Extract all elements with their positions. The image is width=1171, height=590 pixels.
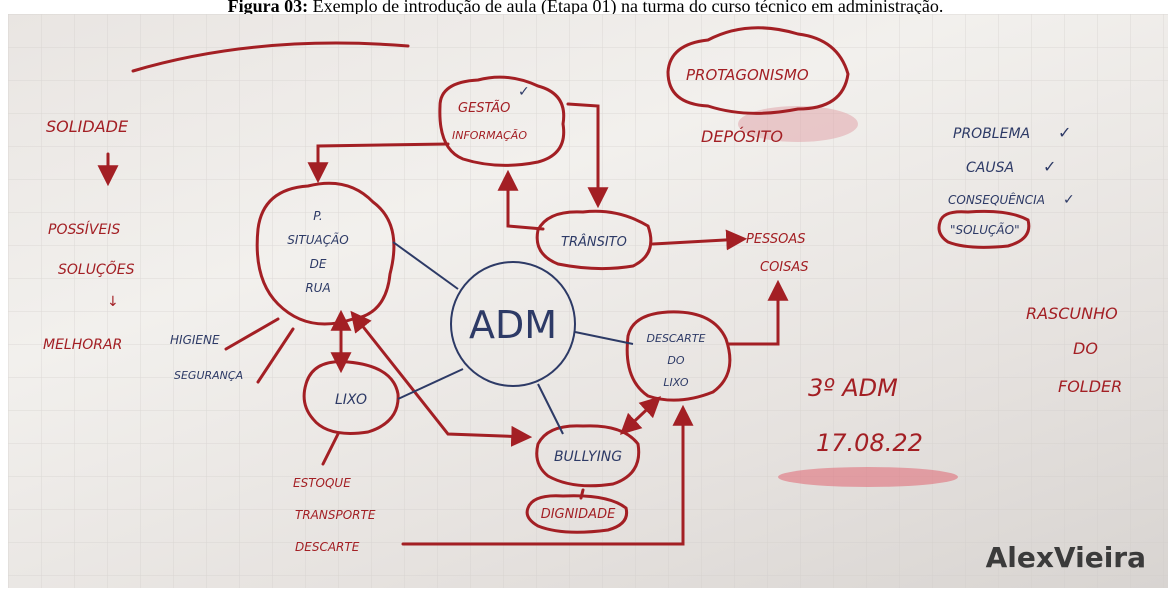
descarte-line-1: DESCARTE (647, 332, 706, 345)
situacao-line-2: SITUAÇÃO (287, 232, 349, 247)
whiteboard-drawing: ADM PROTAGONISMO DEPÓSITO GESTÃO INFORMA… (8, 14, 1168, 588)
pessoas-label: PESSOAS (746, 232, 805, 247)
arc-connector (131, 41, 410, 73)
solucao-label: "SOLUÇÃO" (950, 222, 1020, 237)
descarte-cloud (625, 310, 732, 402)
watermark: AlexVieira (985, 541, 1146, 574)
dignidade-label: DIGNIDADE (541, 507, 616, 522)
situacao-line-1: P. (313, 209, 322, 223)
figure-caption: Figura 03: Exemplo de introdução de aula… (0, 0, 1171, 18)
descarte-label: DESCARTE (295, 540, 360, 554)
estoque-label: ESTOQUE (293, 476, 351, 490)
gestao-cloud (438, 75, 566, 167)
check-icon: ✓ (1063, 192, 1075, 208)
checklist-3: CONSEQUÊNCIA (948, 192, 1045, 207)
left-list-4: MELHORAR (43, 337, 122, 353)
arrow-down: ↓ (107, 294, 119, 310)
transporte-label: TRANSPORTE (295, 508, 376, 522)
left-list-2: POSSÍVEIS (48, 221, 120, 238)
class-label: 3º ADM (808, 374, 898, 402)
rascunho-label: RASCUNHO (1026, 304, 1118, 323)
situacao-line-4: RUA (305, 281, 330, 295)
check-icon: ✓ (1058, 123, 1071, 142)
figure-label: Figura 03: (227, 0, 309, 16)
transito-cloud (535, 209, 653, 271)
center-label: ADM (469, 303, 557, 347)
gestao-label: GESTÃO (458, 100, 510, 116)
bullying-label: BULLYING (554, 449, 622, 465)
seguranca-label: SEGURANÇA (174, 369, 243, 382)
whiteboard-photo: ADM PROTAGONISMO DEPÓSITO GESTÃO INFORMA… (8, 14, 1168, 588)
descarte-line-2: DO (667, 354, 684, 367)
deposito-label: DEPÓSITO (701, 127, 783, 146)
left-list-3: SOLUÇÕES (58, 261, 135, 278)
situacao-line-3: DE (310, 257, 327, 271)
do-label: DO (1073, 339, 1098, 358)
protagonismo-label: PROTAGONISMO (686, 66, 809, 84)
adm-circle (450, 261, 576, 387)
informacao-label: INFORMAÇÃO (452, 129, 527, 142)
protagonismo-cloud (666, 26, 850, 115)
situacao-cloud (255, 181, 396, 326)
solucao-cloud (937, 209, 1031, 249)
coisas-label: COISAS (760, 260, 809, 275)
date-label: 17.08.22 (816, 429, 923, 457)
folder-label: FOLDER (1058, 377, 1122, 396)
bullying-cloud (535, 424, 641, 488)
higiene-label: HIGIENE (170, 333, 220, 347)
transito-label: TRÂNSITO (561, 234, 627, 250)
check-icon: ✓ (518, 84, 530, 100)
left-list-1: SOLIDADE (46, 117, 129, 136)
lixo-label: LIXO (335, 392, 367, 408)
descarte-line-3: LIXO (663, 376, 689, 389)
figure-caption-text: Exemplo de introdução de aula (Etapa 01)… (308, 0, 944, 16)
dignidade-cloud (525, 494, 629, 534)
check-icon: ✓ (1043, 157, 1056, 176)
checklist-1: PROBLEMA (953, 126, 1030, 142)
checklist-2: CAUSA (966, 160, 1014, 176)
